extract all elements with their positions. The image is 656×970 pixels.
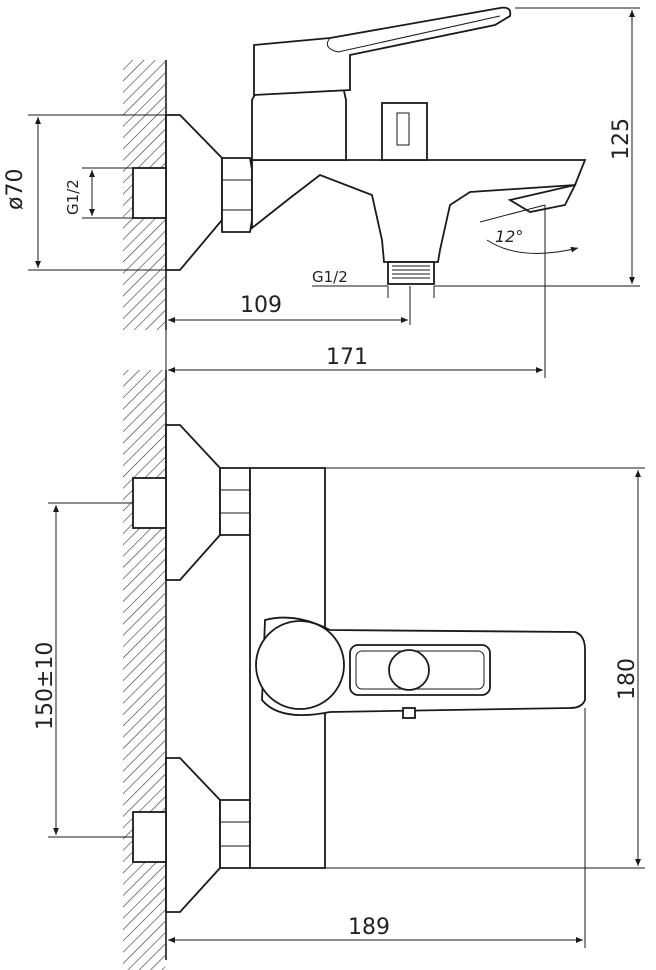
depth-total-label: 171 bbox=[326, 345, 368, 370]
height-label-side: 125 bbox=[609, 118, 634, 160]
angle-label: 12° bbox=[495, 227, 523, 246]
diverter-knob-front bbox=[388, 649, 430, 691]
width-label-front: 189 bbox=[348, 915, 390, 940]
lever-base-front bbox=[255, 620, 345, 710]
side-view: ø70 G1/2 G1/2 12° 125 109 171 bbox=[3, 6, 640, 378]
diverter-knob-side bbox=[381, 102, 428, 161]
inlet-stub-upper bbox=[132, 477, 167, 529]
escutcheon-side bbox=[165, 114, 223, 271]
escutcheon-lower bbox=[165, 757, 221, 913]
thread-outlet-label: G1/2 bbox=[312, 268, 348, 286]
front-view: 150±10 180 189 bbox=[33, 370, 645, 970]
depth-spout-label: 109 bbox=[240, 293, 282, 318]
diameter-label: ø70 bbox=[3, 169, 28, 210]
inlet-stub-lower bbox=[132, 811, 167, 863]
escutcheon-upper bbox=[165, 424, 221, 581]
hex-nut-side bbox=[221, 157, 253, 233]
inlet-stub-side bbox=[132, 167, 167, 219]
wall-hatch-bottom bbox=[123, 370, 165, 970]
thread-inlet-label: G1/2 bbox=[64, 179, 82, 215]
lever-handle-side bbox=[253, 6, 512, 96]
outlet-thread bbox=[387, 261, 435, 285]
height-label-front: 180 bbox=[615, 658, 640, 700]
hex-nut-lower bbox=[219, 799, 251, 869]
centers-label: 150±10 bbox=[33, 642, 58, 730]
hex-nut-upper bbox=[219, 467, 251, 536]
spout-outlet bbox=[507, 183, 577, 213]
